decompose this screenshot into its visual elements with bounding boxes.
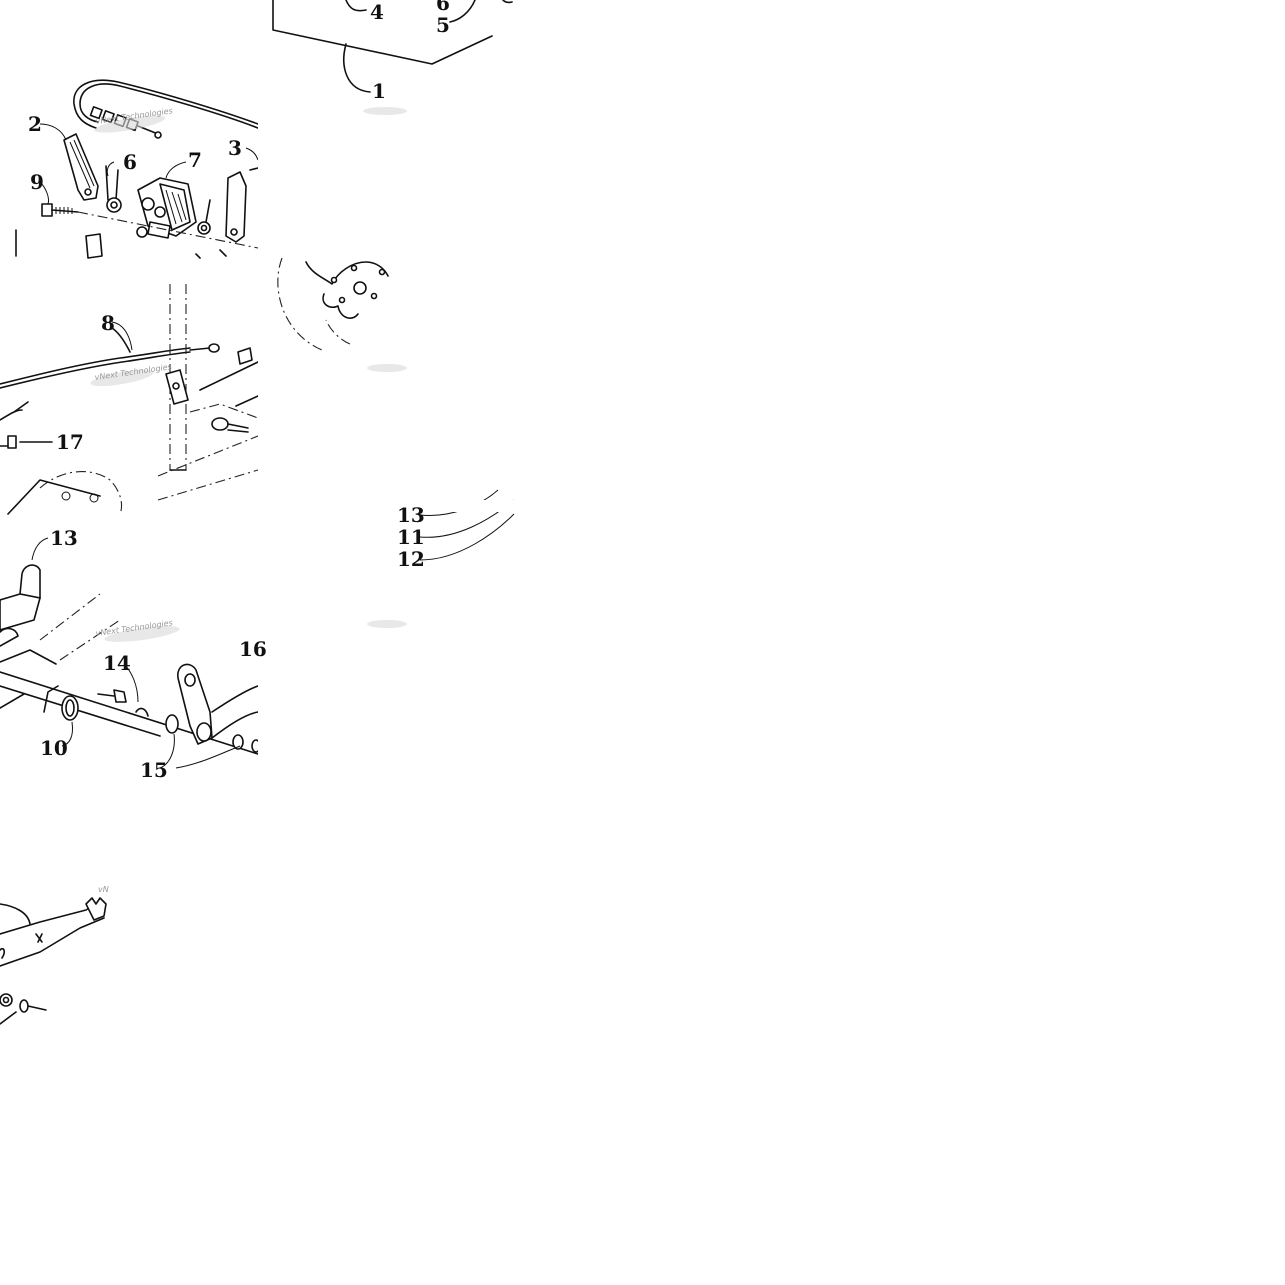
pedal-shaft bbox=[0, 671, 259, 755]
crop-mask bbox=[258, 340, 272, 515]
brake-disc-panel bbox=[277, 257, 407, 372]
watermark-text: vN bbox=[98, 885, 109, 894]
pedal-pad bbox=[19, 564, 41, 599]
bracket-part bbox=[225, 171, 247, 243]
callout-6: 6 bbox=[123, 150, 137, 174]
return-spring bbox=[43, 685, 79, 721]
callout-7: 7 bbox=[188, 148, 202, 172]
brake-cable bbox=[0, 347, 191, 385]
callout-4: 4 bbox=[370, 0, 384, 24]
callout-9: 9 bbox=[30, 170, 44, 194]
crop-mask bbox=[390, 500, 520, 512]
callout-11: 11 bbox=[397, 525, 425, 549]
crop-mask bbox=[258, 640, 272, 775]
callout-16: 16 bbox=[239, 637, 267, 661]
cable-line bbox=[73, 79, 259, 129]
callout-10: 10 bbox=[40, 736, 68, 760]
callout-3: 3 bbox=[228, 136, 242, 160]
spring-part bbox=[105, 165, 122, 213]
callout-12: 12 bbox=[397, 547, 425, 571]
callout-13-cut: 13 bbox=[397, 503, 425, 527]
callout-labels: 4 6 5 1 2 6 7 3 9 8 17 13 11 12 13 14 16… bbox=[28, 0, 450, 782]
housing-panel bbox=[272, 0, 513, 115]
shaft-bolt bbox=[97, 689, 149, 717]
crop-mask bbox=[258, 120, 278, 260]
callout-1: 1 bbox=[372, 79, 386, 103]
washer-part bbox=[165, 714, 179, 734]
callout-14: 14 bbox=[103, 651, 131, 675]
callout-15: 15 bbox=[140, 758, 168, 782]
cable-routing-panel bbox=[0, 284, 407, 628]
callout-6-top: 6 bbox=[436, 0, 450, 15]
pedal-detail-panel bbox=[0, 897, 107, 1025]
bolt-part bbox=[41, 203, 79, 217]
pedal-shaft-panel bbox=[0, 564, 261, 755]
latch-body bbox=[136, 177, 197, 239]
callout-8: 8 bbox=[101, 311, 115, 335]
crop-mask bbox=[0, 770, 258, 780]
latch-assembly-panel bbox=[15, 79, 259, 259]
callout-5: 5 bbox=[436, 13, 450, 37]
callout-13: 13 bbox=[50, 526, 78, 550]
callout-17: 17 bbox=[56, 430, 84, 454]
leader-lines bbox=[22, 123, 515, 769]
callout-2: 2 bbox=[28, 112, 42, 136]
